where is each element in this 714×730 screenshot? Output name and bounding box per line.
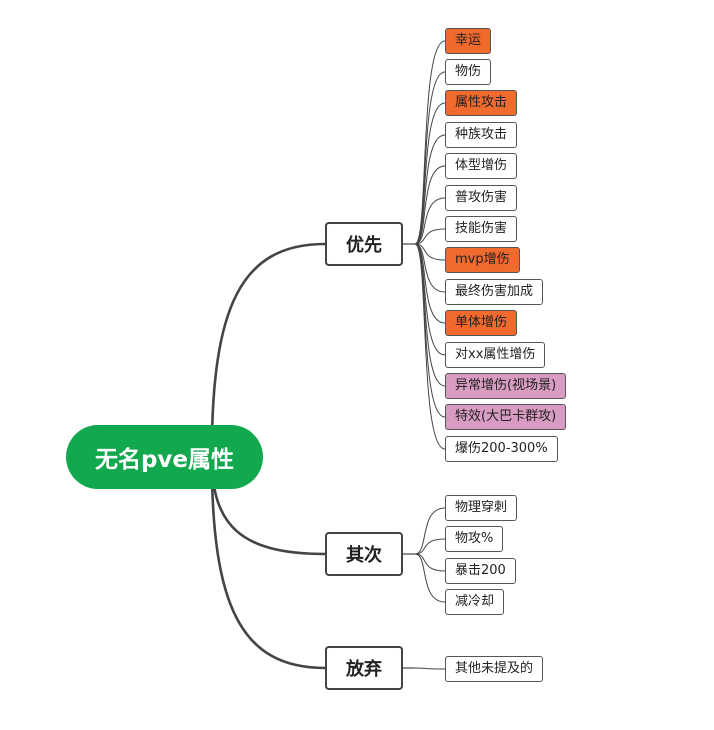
- leaf-normal-attack-damage[interactable]: 普攻伤害: [445, 185, 518, 211]
- leaf-connector: [414, 134, 446, 245]
- leaf-physical-damage[interactable]: 物伤: [445, 59, 492, 85]
- leaf-cooldown-reduction[interactable]: 减冷却: [445, 589, 505, 615]
- root-topic[interactable]: 无名pve属性: [66, 425, 263, 489]
- leaf-connector: [414, 243, 446, 356]
- leaf-connector: [414, 667, 446, 670]
- leaf-physical-penetration[interactable]: 物理穿刺: [445, 495, 518, 521]
- leaf-connector: [414, 40, 446, 245]
- leaf-final-damage[interactable]: 最终伤害加成: [445, 279, 544, 305]
- leaf-connector: [414, 228, 446, 245]
- branch-secondary[interactable]: 其次: [325, 532, 403, 576]
- root-branch-connector: [210, 456, 326, 670]
- leaf-connector: [414, 507, 446, 555]
- leaf-connector: [414, 538, 446, 555]
- leaf-connector: [414, 102, 446, 245]
- leaf-size-damage[interactable]: 体型增伤: [445, 153, 518, 179]
- branch-abandon[interactable]: 放弃: [325, 646, 403, 690]
- leaf-connector: [414, 553, 446, 603]
- leaf-lucky[interactable]: 幸运: [445, 28, 492, 54]
- leaf-crit-damage[interactable]: 爆伤200-300%: [445, 436, 558, 462]
- leaf-element-attack[interactable]: 属性攻击: [445, 90, 518, 116]
- leaf-single-target-damage[interactable]: 单体增伤: [445, 310, 518, 336]
- leaf-connector: [414, 165, 446, 245]
- leaf-vs-element-damage[interactable]: 对xx属性增伤: [445, 342, 546, 368]
- leaf-status-damage[interactable]: 异常增伤(视场景): [445, 373, 567, 399]
- leaf-connector: [414, 243, 446, 387]
- leaf-crit-200[interactable]: 暴击200: [445, 558, 516, 584]
- branch-priority[interactable]: 优先: [325, 222, 403, 266]
- leaf-connector: [414, 197, 446, 245]
- leaf-race-attack[interactable]: 种族攻击: [445, 122, 518, 148]
- leaf-mvp-damage[interactable]: mvp增伤: [445, 247, 520, 273]
- leaf-connector: [414, 243, 446, 293]
- root-branch-connector: [210, 242, 326, 458]
- leaf-physical-attack-percent[interactable]: 物攻%: [445, 526, 504, 552]
- leaf-special-effect[interactable]: 特效(大巴卡群攻): [445, 404, 567, 430]
- leaf-connector: [414, 243, 446, 450]
- leaf-others[interactable]: 其他未提及的: [445, 656, 544, 682]
- leaf-skill-damage[interactable]: 技能伤害: [445, 216, 518, 242]
